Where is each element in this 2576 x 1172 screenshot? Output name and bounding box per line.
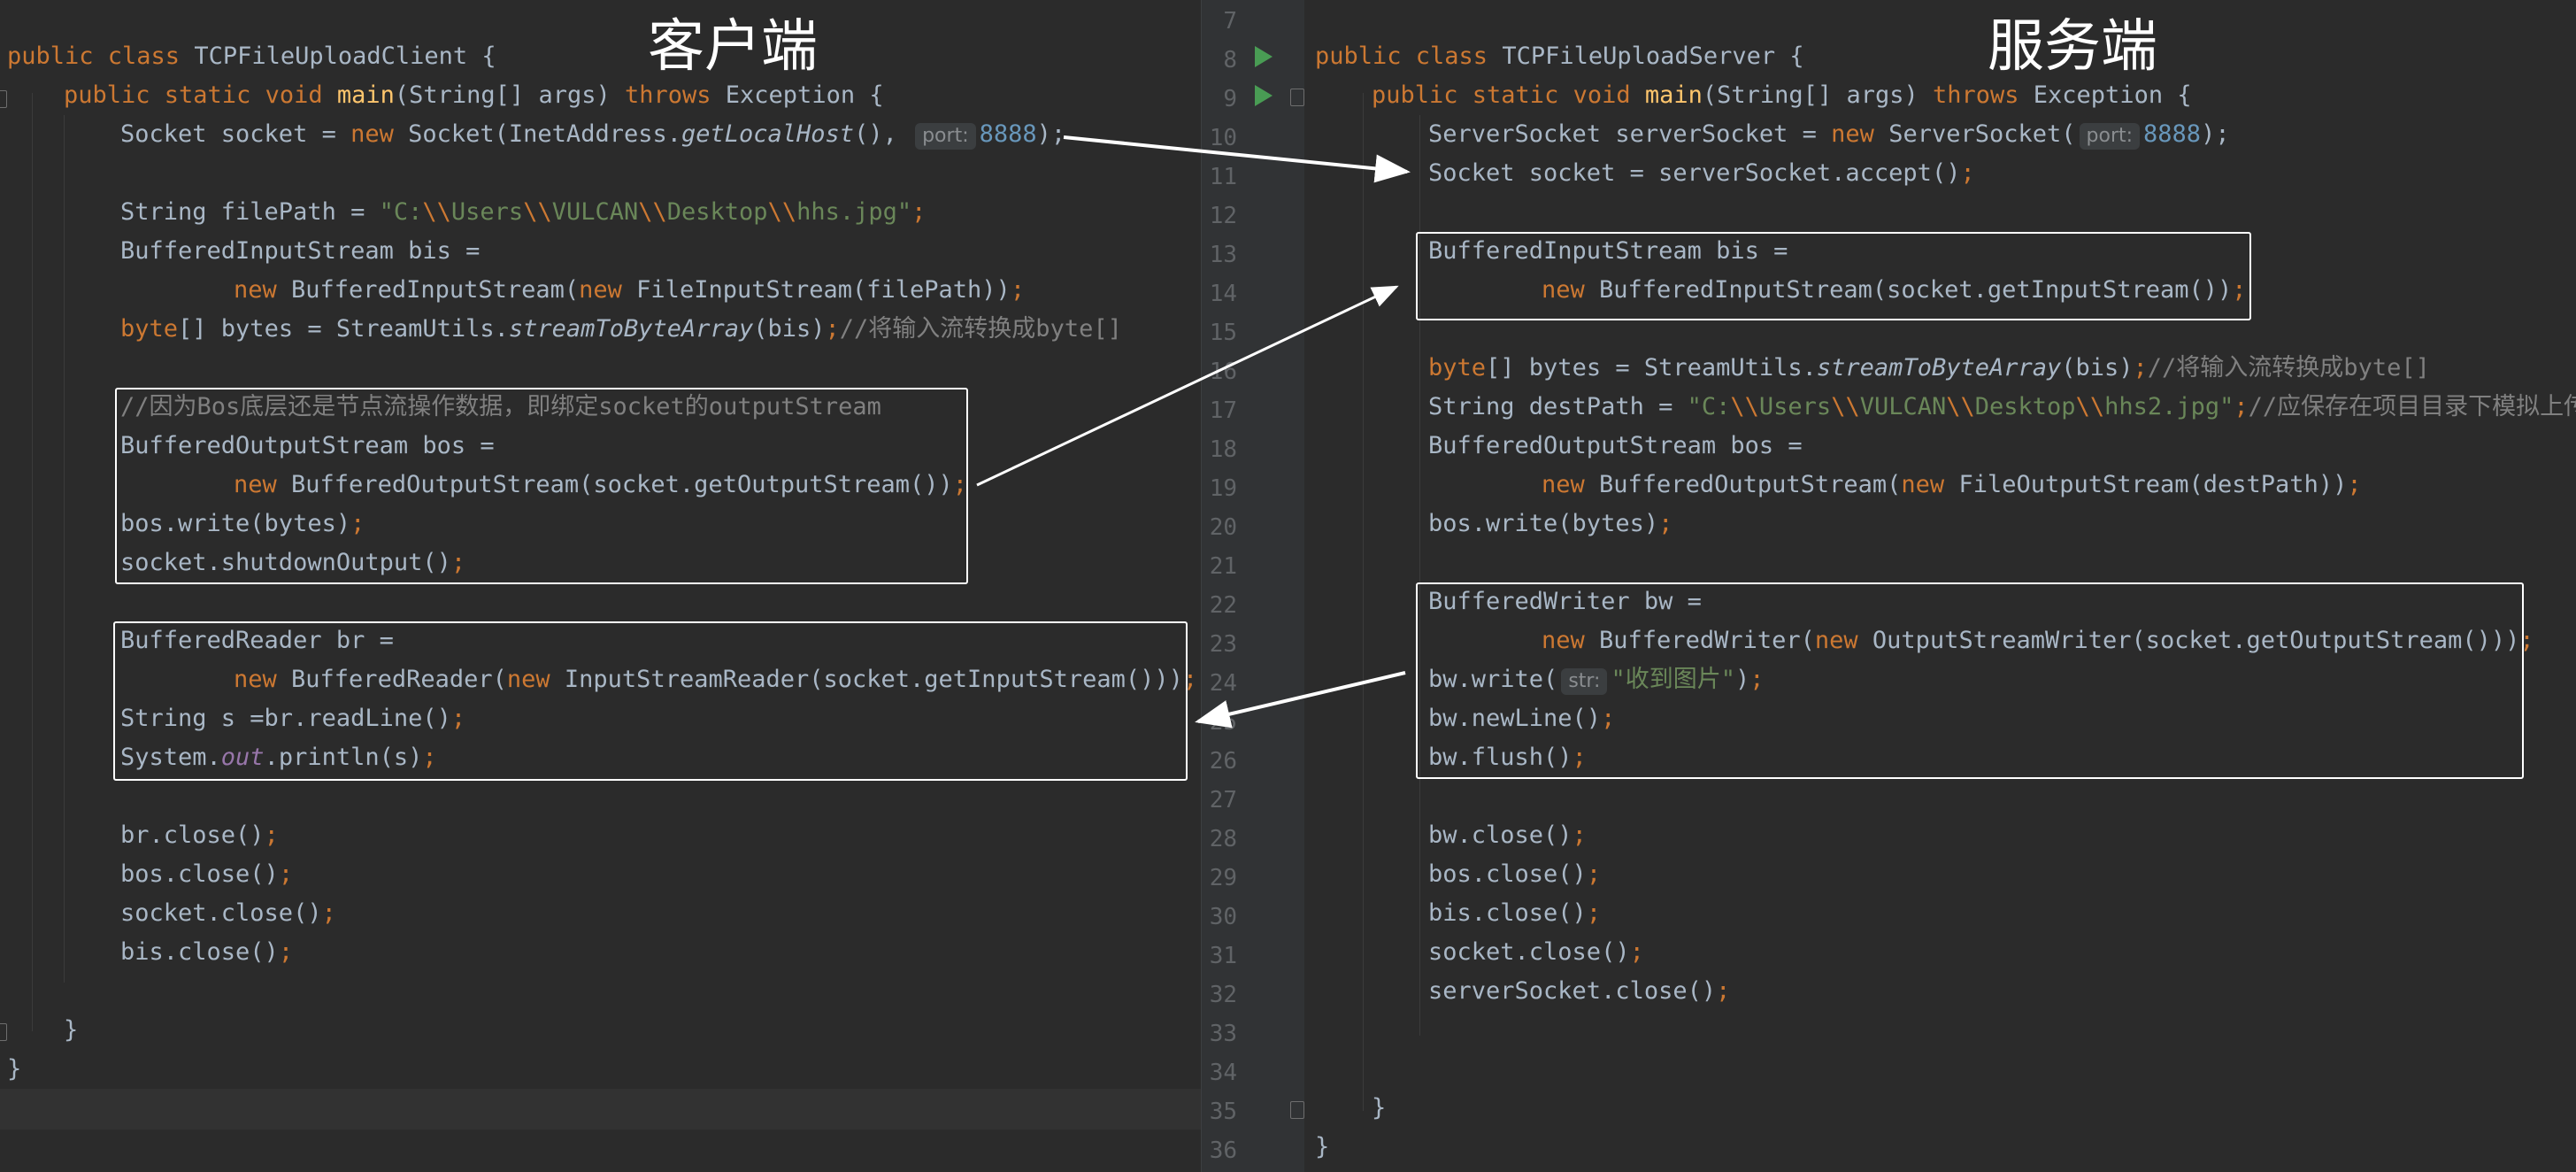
code-line[interactable]: public static void main(String[] args) t… (64, 81, 884, 109)
line-number: 12 (1209, 203, 1237, 229)
code-line[interactable]: BufferedInputStream bis = (120, 237, 481, 265)
code-line[interactable]: BufferedWriter bw = (1428, 588, 1702, 615)
line-number: 18 (1209, 436, 1237, 463)
code-line[interactable]: socket.shutdownOutput(); (120, 549, 466, 576)
code-comment[interactable]: //因为Bos底层还是节点流操作数据，即绑定socket的outputStrea… (120, 393, 881, 420)
indent-guide (32, 93, 33, 1031)
line-number: 13 (1209, 242, 1237, 268)
annotation-box-reader (113, 621, 1188, 781)
code-line[interactable]: public static void main(String[] args) t… (1372, 81, 2192, 109)
code-line[interactable]: BufferedOutputStream bos = (120, 432, 495, 459)
line-number: 28 (1209, 826, 1237, 852)
parameter-hint: port: (915, 123, 976, 150)
line-number: 27 (1209, 787, 1237, 813)
code-line[interactable]: byte[] bytes = StreamUtils.streamToByteA… (120, 315, 1122, 343)
code-line[interactable]: new BufferedOutputStream(socket.getOutpu… (234, 471, 968, 498)
line-number: 16 (1209, 359, 1237, 385)
line-number: 30 (1209, 904, 1237, 930)
parameter-hint: port: (2079, 123, 2141, 150)
code-line[interactable]: bw.close(); (1428, 821, 1587, 849)
code-line[interactable]: socket.close(); (120, 899, 336, 927)
line-number: 11 (1209, 164, 1237, 190)
line-number: 26 (1209, 748, 1237, 775)
code-line[interactable]: bis.close(); (1428, 899, 1602, 927)
annotation-box-writer (1416, 582, 2524, 779)
line-number: 29 (1209, 865, 1237, 891)
code-line[interactable]: ServerSocket serverSocket = new ServerSo… (1428, 120, 2230, 150)
run-class-icon[interactable] (1255, 46, 1273, 67)
code-line[interactable]: bw.flush(); (1428, 744, 1587, 771)
line-number: 14 (1209, 281, 1237, 307)
line-number: 23 (1209, 631, 1237, 658)
code-line[interactable]: serverSocket.close(); (1428, 977, 1731, 1005)
line-number: 36 (1209, 1137, 1237, 1164)
server-title: 服务端 (1988, 14, 2157, 80)
line-number: 33 (1209, 1021, 1237, 1047)
line-number: 34 (1209, 1060, 1237, 1086)
code-line[interactable]: BufferedInputStream bis = (1428, 237, 1788, 265)
line-number: 19 (1209, 475, 1237, 502)
code-line[interactable]: } (1372, 1094, 1387, 1122)
code-line[interactable]: BufferedReader br = (120, 627, 394, 654)
line-number: 9 (1223, 86, 1237, 112)
indent-guide (1363, 93, 1364, 1111)
code-line[interactable]: bos.write(bytes); (120, 510, 365, 537)
code-line[interactable]: public class TCPFileUploadServer { (1315, 42, 1804, 70)
fold-marker-icon[interactable] (0, 1023, 7, 1041)
code-line[interactable]: bw.write(str:"收到图片"); (1428, 666, 1765, 695)
code-line[interactable]: BufferedOutputStream bos = (1428, 432, 1803, 459)
code-line[interactable]: String destPath = "C:\\Users\\VULCAN\\De… (1428, 393, 2576, 420)
code-line[interactable]: } (7, 1055, 22, 1083)
annotation-box-input (1416, 232, 2251, 320)
line-number: 15 (1209, 320, 1237, 346)
fold-marker-icon[interactable] (1290, 1101, 1304, 1119)
server-editor-pane[interactable]: 服务端 public class TCPFileUploadServer { p… (1304, 0, 2576, 1172)
line-number: 8 (1223, 47, 1237, 73)
parameter-hint: str: (1561, 668, 1608, 695)
line-number: 10 (1209, 125, 1237, 151)
code-line[interactable]: new BufferedWriter(new OutputStreamWrite… (1542, 627, 2534, 654)
code-line[interactable]: System.out.println(s); (120, 744, 437, 771)
line-number: 22 (1209, 592, 1237, 619)
run-main-icon[interactable] (1255, 85, 1273, 106)
code-line[interactable]: byte[] bytes = StreamUtils.streamToByteA… (1428, 354, 2430, 382)
line-number: 32 (1209, 982, 1237, 1008)
annotation-box-output (115, 388, 968, 584)
fold-marker-icon[interactable] (0, 90, 7, 108)
line-number: 21 (1209, 553, 1237, 580)
code-line[interactable]: new BufferedReader(new InputStreamReader… (234, 666, 1198, 693)
line-number: 35 (1209, 1099, 1237, 1125)
indent-guide (1419, 115, 1420, 1036)
code-line[interactable]: } (1315, 1133, 1330, 1160)
code-line[interactable]: bis.close(); (120, 938, 294, 966)
code-line[interactable]: Socket socket = new Socket(InetAddress.g… (120, 120, 1066, 150)
code-line[interactable]: bos.write(bytes); (1428, 510, 1673, 537)
code-line[interactable]: bw.newLine(); (1428, 705, 1616, 732)
code-line[interactable]: br.close(); (120, 821, 279, 849)
code-line[interactable]: String filePath = "C:\\Users\\VULCAN\\De… (120, 198, 927, 226)
line-number: 25 (1209, 709, 1237, 736)
line-number: 24 (1209, 670, 1237, 697)
line-number-gutter: 7 8 9 10 11 12 13 14 15 16 17 18 19 20 2… (1201, 0, 1305, 1172)
code-line[interactable]: bos.close(); (1428, 860, 1602, 888)
current-line-highlight (0, 1089, 1201, 1130)
indent-guide (64, 115, 65, 983)
code-line[interactable]: Socket socket = serverSocket.accept(); (1428, 159, 1975, 187)
line-number: 20 (1209, 514, 1237, 541)
code-line[interactable]: new BufferedInputStream(new FileInputStr… (234, 276, 1026, 304)
client-title: 客户端 (648, 14, 818, 80)
line-number: 31 (1209, 943, 1237, 969)
code-line[interactable]: new BufferedInputStream(socket.getInputS… (1542, 276, 2247, 304)
client-editor-pane[interactable]: 客户端 public class TCPFileUploadClient { p… (0, 0, 1201, 1172)
code-line[interactable]: public class TCPFileUploadClient { (7, 42, 496, 70)
code-line[interactable]: String s =br.readLine(); (120, 705, 466, 732)
fold-marker-icon[interactable] (1290, 89, 1304, 106)
code-line[interactable]: } (64, 1016, 79, 1044)
code-line[interactable]: socket.close(); (1428, 938, 1644, 966)
code-line[interactable]: new BufferedOutputStream(new FileOutputS… (1542, 471, 2362, 498)
code-line[interactable]: bos.close(); (120, 860, 294, 888)
line-number: 17 (1209, 397, 1237, 424)
line-number: 7 (1223, 8, 1237, 35)
